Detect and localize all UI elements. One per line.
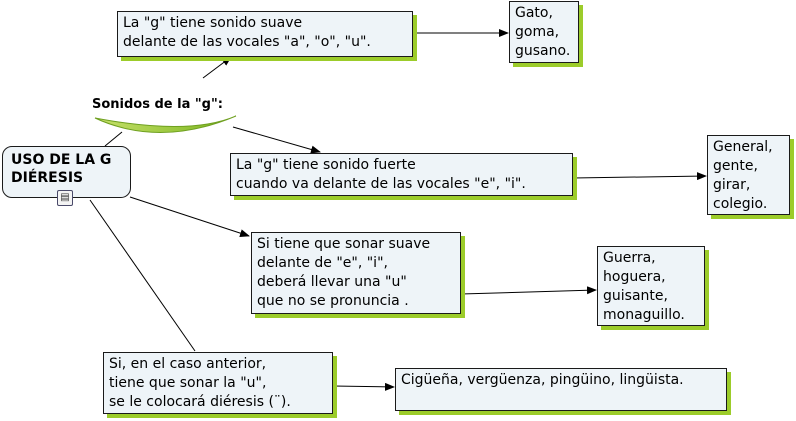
connector-root-to-dieresis (89, 199, 196, 352)
connector-dieresis-to-examples (332, 382, 395, 391)
concept-hard-examples[interactable]: General, gente, girar, colegio. (707, 135, 790, 215)
concept-hard-sound[interactable]: La "g" tiene sonido fuerte cuando va del… (230, 153, 573, 196)
connector-label-to-soft (202, 56, 232, 79)
concept-dieresis-examples[interactable]: Cigüeña, vergüenza, pingüino, lingüista. (395, 368, 727, 411)
concept-dieresis[interactable]: Si, en el caso anterior, tiene que sonar… (103, 352, 333, 414)
connector-hard-to-examples (572, 172, 707, 181)
link-label-sonidos: Sonidos de la "g": (92, 97, 223, 112)
connector-root-to-u (129, 196, 250, 237)
concept-soft-examples[interactable]: Gato, goma, gusano. (509, 1, 579, 63)
concept-soft-sound[interactable]: La "g" tiene sonido suave delante de las… (117, 11, 413, 57)
document-icon[interactable]: ▤ (57, 190, 73, 206)
concept-silent-u[interactable]: Si tiene que sonar suave delante de "e",… (251, 232, 461, 314)
root-concept[interactable]: USO DE LA G DIÉRESIS (2, 146, 131, 198)
connector-u-to-examples (460, 286, 597, 295)
concept-silent-u-examples[interactable]: Guerra, hoguera, guisante, monaguillo. (597, 246, 705, 326)
connector-label-to-hard (232, 126, 321, 154)
connector-root-to-label (104, 131, 123, 147)
link-label-swoosh (94, 115, 237, 133)
